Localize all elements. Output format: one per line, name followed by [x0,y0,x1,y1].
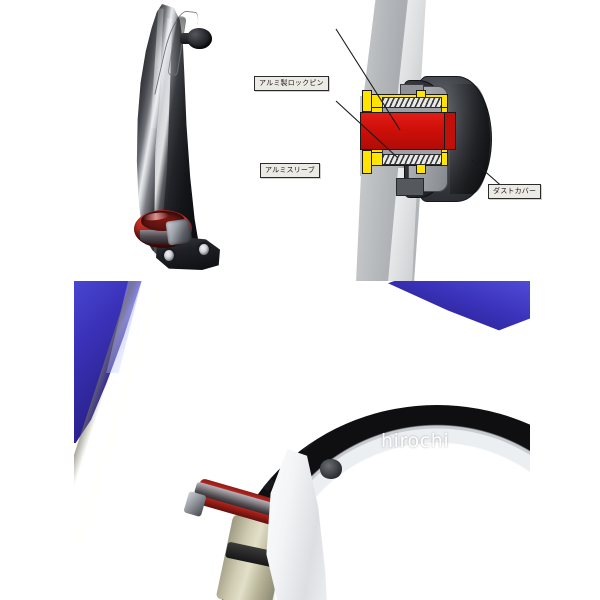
section-hatch-bottom [382,154,442,165]
aluminium-lock-pin-cap [444,112,456,150]
fork-guard-mount-knob [187,28,212,49]
leader-line-sleeve [335,100,399,159]
fork-cross-section-diagram: ダストカバー アルミ製ロックピン アルミスリーブ [254,0,600,282]
sleeve-tab-top-left [362,90,372,112]
bolt-hole-right-icon [199,244,209,255]
clamp-buckle [165,218,193,246]
callout-aluminium-sleeve: アルミスリーブ [260,163,320,178]
red-clamp-ring [134,206,193,250]
sleeve-tab-bottom-left [362,150,372,174]
front-shroud-right [388,281,530,331]
fork-guard-knob-neck [180,33,192,44]
diagram-canvas: ダストカバー [335,0,600,282]
watermark-hirochi: hirochi [381,430,450,452]
installed-clamp-buckle [183,490,207,518]
callout-dust-cover: ダストカバー [488,184,542,199]
fork-guard-product-photo [60,0,260,280]
axle-bolt [320,459,342,479]
aluminium-lock-pin [360,112,450,150]
leader-lines [335,28,507,191]
dust-cover-step-bottom [396,178,424,196]
leader-line-lock-pin [335,28,401,131]
callout-lock-pin: アルミ製ロックピン [254,76,329,91]
bolt-hole-left-icon [164,250,174,261]
dust-cover-shading [450,84,490,194]
installed-fork-photo: hirochi [74,281,530,600]
